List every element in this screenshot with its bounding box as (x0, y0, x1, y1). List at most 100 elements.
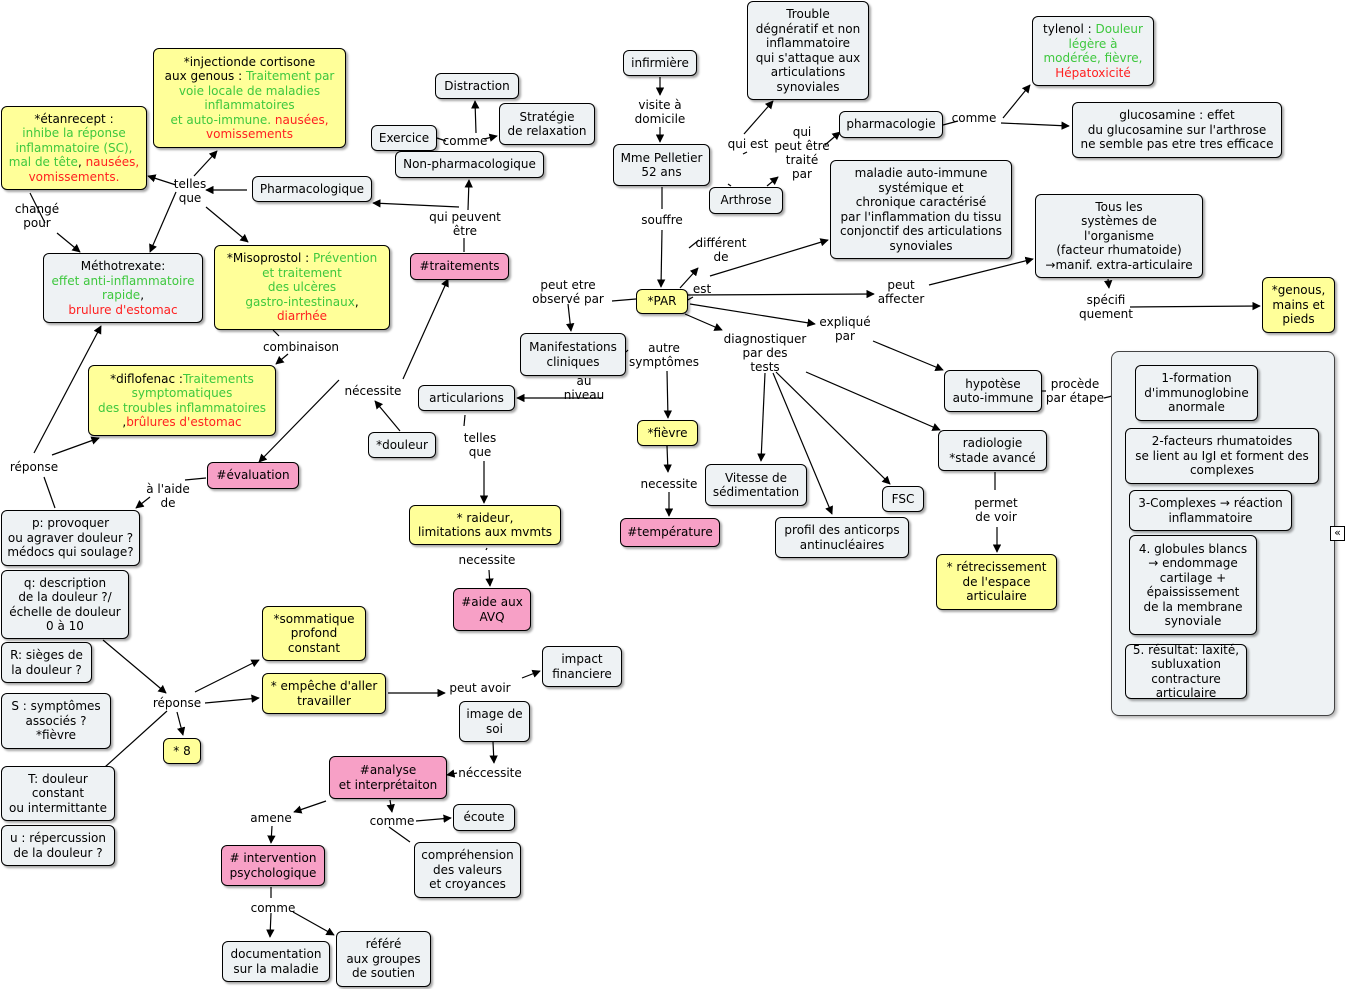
node-strategie-relaxation[interactable]: Stratégie de relaxation (499, 103, 595, 145)
node-t-douleur[interactable]: T: douleur constant ou intermittante (1, 766, 115, 821)
node-text: S : symptômes associés ? *fièvre (11, 699, 100, 743)
node-text: tylenol : Douleur légère à modérée, fièv… (1043, 22, 1143, 80)
node-text: * 8 (173, 744, 190, 759)
node-text: T: douleur constant ou intermittante (9, 772, 107, 816)
node-etape-5[interactable]: 5. résultat: laxité, subluxation contrac… (1125, 643, 1247, 700)
node-text: Distraction (444, 79, 509, 94)
node-text: Tous les systèmes de l'organisme (facteu… (1045, 200, 1192, 273)
node-par[interactable]: *PAR (636, 289, 688, 314)
node-maladie-auto-immune[interactable]: maladie auto-immune systémique et chroni… (830, 160, 1012, 259)
node-hypotese-auto-immune[interactable]: hypotèse auto-immune (944, 370, 1042, 412)
node-text-run: radiologie *stade avancé (949, 436, 1036, 465)
node-vitesse-sedimentation[interactable]: Vitesse de sédimentation (705, 464, 807, 506)
node-q-description[interactable]: q: description de la douleur ?/ échelle … (1, 570, 129, 639)
collapse-icon[interactable]: « (1330, 526, 1345, 541)
node-text: radiologie *stade avancé (949, 436, 1036, 465)
node-methotrexate[interactable]: Méthotrexate: effet anti-inflammatoire r… (43, 253, 203, 323)
node-comprehension[interactable]: compréhension des valeurs et croyances (414, 842, 521, 898)
node-traitements[interactable]: #traitements (410, 253, 509, 280)
node-p-provoquer[interactable]: p: provoquer ou agraver douleur ? médocs… (1, 510, 140, 566)
node-etape-3[interactable]: 3-Complexes → réaction inflammatoire (1129, 490, 1292, 531)
node-misoprostol[interactable]: *Misoprostol : Prévention et traitement … (214, 245, 390, 330)
connector-line (436, 137, 447, 142)
node-text-run: articularions (429, 390, 504, 405)
node-analyse[interactable]: #analyse et interprétaiton (329, 756, 447, 799)
node-fievre[interactable]: *fièvre (637, 420, 698, 446)
link-different-de: différent de (695, 236, 747, 264)
connector-line (446, 769, 458, 778)
node-raideur[interactable]: * raideur, limitations aux mvmts (409, 505, 561, 545)
node-fsc[interactable]: FSC (882, 486, 924, 512)
node-text: référé aux groupes de soutien (346, 937, 420, 981)
node-douleur[interactable]: *douleur (368, 432, 436, 458)
node-infirmiere[interactable]: infirmière (623, 50, 697, 76)
node-text-run: * raideur, limitations aux mvmts (417, 510, 553, 540)
node-retrecissement[interactable]: * rétrecissement de l'espace articulaire (936, 554, 1057, 610)
node-profil-anticorps[interactable]: profil des anticorps antinucléaires (775, 517, 909, 558)
node-text-run: Hépatoxicité (1055, 65, 1131, 80)
node-text-run: Stratégie de relaxation (507, 109, 587, 139)
node-text-run: pharmacologie (846, 117, 936, 132)
node-pharmacologie[interactable]: pharmacologie (839, 111, 943, 138)
node-ecoute[interactable]: écoute (453, 804, 515, 831)
link-qui-est: qui est (727, 137, 769, 151)
node-diflofenac[interactable]: *diflofenac :Traitements symptomatiques … (88, 365, 276, 436)
node-temperature[interactable]: #température (620, 518, 720, 547)
node-intervention-psychologique[interactable]: # intervention psychologique (221, 845, 325, 886)
node-trouble[interactable]: Trouble dégnératif et non inflammatoire … (747, 1, 869, 100)
node-glucosamine[interactable]: glucosamine : effet du glucosamine sur l… (1072, 102, 1282, 158)
node-tylenol[interactable]: tylenol : Douleur légère à modérée, fièv… (1032, 16, 1154, 86)
node-non-pharmacologique[interactable]: Non-pharmacologique (395, 151, 544, 178)
link-diagnostiquer: diagnostiquer par des tests (723, 332, 807, 374)
link-combinaison: combinaison (262, 340, 340, 354)
node-aide-avq[interactable]: #aide aux AVQ (453, 588, 531, 631)
node-mme-pelletier[interactable]: Mme Pelletier 52 ans (613, 144, 710, 186)
node-tous-les-systemes[interactable]: Tous les systèmes de l'organisme (facteu… (1035, 194, 1203, 278)
node-injection-cortisone[interactable]: *injectionde cortisone aux genous : Trai… (153, 48, 346, 148)
node-text-run: 4. globules blancs → endommage cartilage… (1138, 541, 1248, 629)
connector-line (663, 370, 673, 419)
connector-line (485, 547, 488, 551)
node-genous[interactable]: *genous, mains et pieds (1262, 277, 1335, 333)
connector-line (204, 694, 260, 704)
connector-line (625, 349, 629, 353)
node-manifestations-cliniques[interactable]: Manifestations cliniques (520, 333, 626, 376)
node-exercice[interactable]: Exercice (371, 125, 437, 151)
node-r-sieges[interactable]: R: sièges de la douleur ? (1, 642, 92, 683)
node-arthrose[interactable]: Arthrose (709, 187, 783, 214)
node-empeche-travailler[interactable]: * empêche d'aller travailler (262, 673, 386, 714)
node-documentation[interactable]: documentation sur la maladie (222, 941, 330, 982)
link-peut-affecter: peut affecter (877, 278, 925, 306)
node-etape-4[interactable]: 4. globules blancs → endommage cartilage… (1129, 535, 1257, 635)
connector-line (272, 329, 280, 337)
node-radiologie[interactable]: radiologie *stade avancé (938, 430, 1047, 471)
connector-line (29, 192, 46, 224)
connector-line (611, 298, 637, 302)
connector-line (258, 379, 340, 463)
link-comme: comme (442, 134, 488, 148)
node-text-run: nausées, vomissements. (28, 155, 140, 184)
node-pharmacologique[interactable]: Pharmacologique (252, 176, 372, 202)
node-text: documentation sur la maladie (231, 947, 322, 976)
node-etape-1[interactable]: 1-formation d'immunoglobine anormale (1135, 365, 1258, 421)
node-text-run: * empêche d'aller travailler (270, 679, 378, 708)
node-etanrecept[interactable]: *étanrecept : inhibe la réponse inflamma… (1, 106, 147, 190)
node-image-de-soi[interactable]: image de soi (459, 701, 530, 742)
node-text: 4. globules blancs → endommage cartilage… (1139, 542, 1247, 629)
node-text-run: S : symptômes associés ? *fièvre (11, 699, 101, 743)
node-huit[interactable]: * 8 (163, 738, 201, 764)
node-u-repercussion[interactable]: u : répercussion de la douleur ? (1, 825, 115, 866)
node-text: 2-facteurs rhumatoides se lient au IgI e… (1135, 434, 1309, 478)
node-text: #température (627, 525, 712, 540)
node-articularions[interactable]: articularions (418, 385, 515, 411)
node-distraction[interactable]: Distraction (435, 73, 519, 99)
node-impact-financiere[interactable]: impact financiere (542, 646, 622, 687)
connector-line (149, 191, 177, 253)
node-refere[interactable]: référé aux groupes de soutien (336, 931, 431, 987)
node-evaluation[interactable]: #évaluation (207, 462, 299, 489)
node-sommatique[interactable]: *sommatique profond constant (262, 606, 366, 661)
node-text: *sommatique profond constant (274, 612, 355, 656)
node-etape-2[interactable]: 2-facteurs rhumatoides se lient au IgI e… (1125, 428, 1319, 484)
node-s-symptomes[interactable]: S : symptômes associés ? *fièvre (1, 693, 111, 749)
node-text-run: Trouble dégnératif et non inflammatoire … (755, 7, 861, 94)
